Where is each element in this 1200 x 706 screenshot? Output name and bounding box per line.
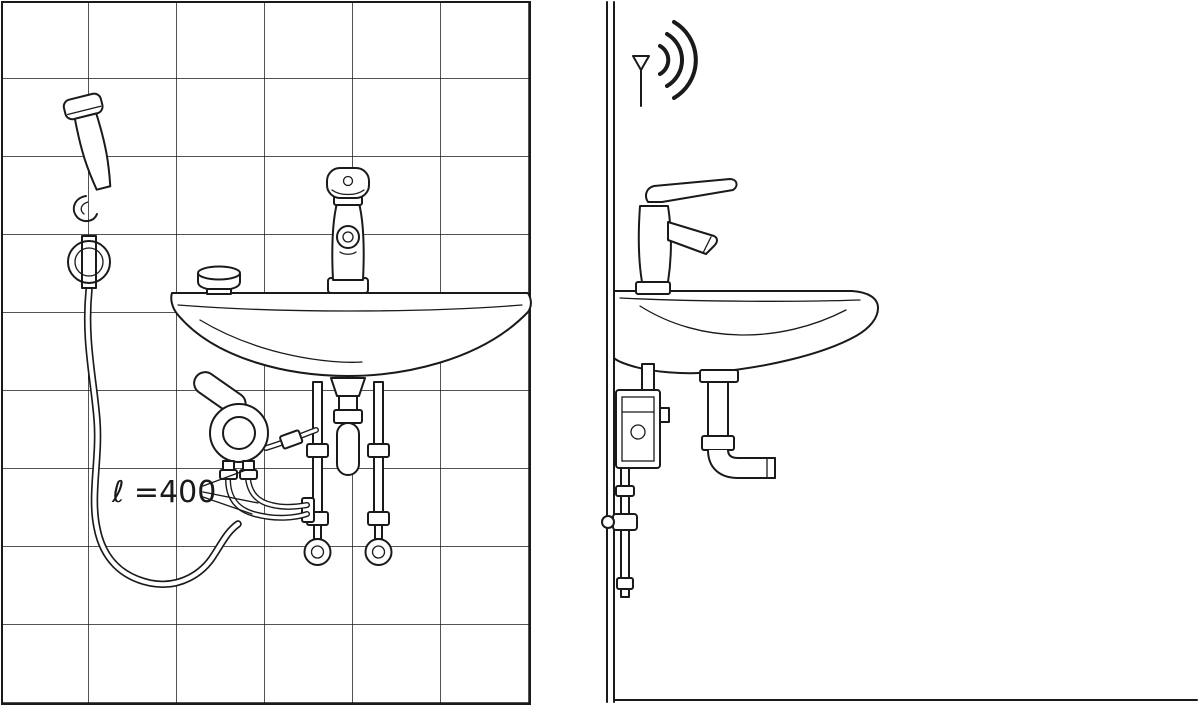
faucet-side <box>635 178 738 295</box>
shower-hose <box>83 286 242 588</box>
angle-valve-pipe <box>601 467 638 598</box>
faucet-spout-side <box>667 221 718 255</box>
faucet-lever <box>326 167 370 199</box>
shower-wall-bracket <box>67 240 111 284</box>
hand-shower-handle <box>73 112 112 191</box>
valve-handle <box>601 515 615 529</box>
leader-line <box>202 469 247 487</box>
washbasin-side <box>613 290 879 375</box>
connection-hoses <box>225 427 319 523</box>
shower-hook <box>72 195 98 223</box>
length-annotation: ℓ =400 <box>111 469 259 515</box>
tap-hole-cover <box>197 265 241 295</box>
hose-nut <box>279 429 304 450</box>
valve-body <box>209 403 269 463</box>
washbasin-front <box>170 292 532 377</box>
drain-trap-front <box>330 377 366 476</box>
angle-valve <box>612 513 638 531</box>
wall-rosette <box>303 538 332 566</box>
concealed-unit <box>615 363 670 469</box>
faucet-spout <box>336 225 360 249</box>
front-view: ℓ =400 <box>1 1 532 705</box>
leader-line <box>202 491 259 504</box>
faucet-body-side <box>637 205 672 283</box>
union-nut <box>367 443 390 458</box>
drain-trap-side <box>699 369 776 479</box>
length-label: ℓ =400 <box>111 475 216 510</box>
wall-rosette <box>364 538 393 566</box>
flush-mount-box <box>615 389 661 469</box>
faucet-front <box>326 167 370 294</box>
faucet-lever-side <box>645 178 738 203</box>
wireless-signal-icon <box>632 20 698 107</box>
thermostatic-valve <box>193 371 269 480</box>
side-view <box>601 0 1198 703</box>
union-nut <box>306 443 329 458</box>
hand-shower <box>62 92 112 289</box>
leader-line <box>202 496 253 515</box>
